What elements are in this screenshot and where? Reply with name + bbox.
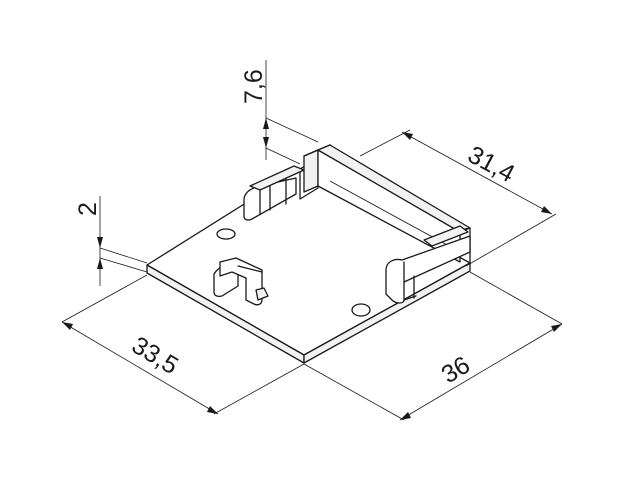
- clip-center: [213, 257, 269, 306]
- dimension-label-width-left: 33,5: [127, 331, 183, 380]
- holes: [216, 228, 371, 317]
- clip-back-left: [243, 165, 305, 221]
- hole-left: [216, 228, 236, 240]
- dimension-thickness: 2: [74, 196, 148, 286]
- dimension-height-tab: 7,6: [240, 60, 319, 165]
- dimension-label-width-right: 36: [437, 351, 475, 389]
- back-left-wall: [299, 144, 331, 200]
- dimension-label-height-tab: 7,6: [240, 69, 268, 104]
- hole-right: [351, 303, 371, 317]
- clip-right: [385, 225, 471, 304]
- base-plate: [146, 168, 471, 364]
- dimension-label-thickness: 2: [74, 202, 102, 216]
